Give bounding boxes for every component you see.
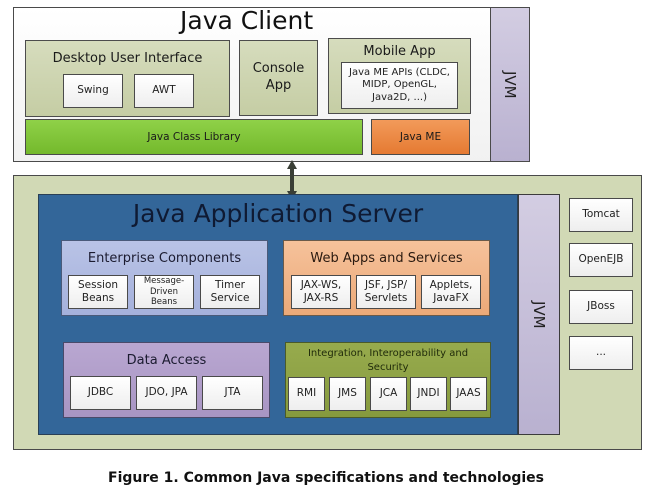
java-application-server-title: Java Application Server	[132, 199, 424, 228]
mobile-app-box: Mobile App Java ME APIs (CLDC, MIDP, Ope…	[328, 38, 471, 114]
message-driven-beans-box: Message-Driven Beans	[134, 275, 194, 309]
console-app-box: Console App	[239, 40, 318, 116]
jax-ws-rs-box: JAX-WS, JAX-RS	[291, 275, 351, 309]
java-class-library-bar: Java Class Library	[25, 119, 363, 155]
applets-javafx-label: Applets, JavaFX	[429, 278, 473, 304]
integration-security-title: Integration, Interoperability and Securi…	[286, 347, 490, 375]
desktop-ui-title: Desktop User Interface	[52, 51, 203, 66]
jca-box: JCA	[370, 377, 407, 411]
integration-security-box: Integration, Interoperability and Securi…	[285, 342, 491, 418]
mobile-app-title: Mobile App	[363, 44, 436, 59]
data-access-box: Data Access JDBC JDO, JPA JTA	[63, 342, 270, 418]
java-me-apis-box: Java ME APIs (CLDC, MIDP, OpenGL, Java2D…	[341, 62, 458, 109]
data-access-title: Data Access	[126, 353, 207, 368]
jndi-box: JNDI	[410, 377, 447, 411]
jdbc-box: JDBC	[70, 376, 131, 410]
server-jvm-label: JVM	[530, 300, 548, 329]
enterprise-components-title: Enterprise Components	[87, 251, 242, 266]
timer-service-label: Timer Service	[210, 278, 250, 304]
applets-javafx-box: Applets, JavaFX	[421, 275, 481, 309]
swing-box: Swing	[63, 74, 123, 108]
web-apps-services-box: Web Apps and Services JAX-WS, JAX-RS JSF…	[283, 240, 490, 316]
jboss-box: JBoss	[569, 290, 633, 324]
client-jvm-bar: JVM	[490, 7, 530, 162]
session-beans-label: Session Beans	[77, 278, 119, 304]
awt-box: AWT	[134, 74, 194, 108]
server-jvm-bar: JVM	[518, 194, 560, 435]
jsf-jsp-servlets-label: JSF, JSP/ Servlets	[364, 278, 408, 304]
java-me-bar: Java ME	[371, 119, 470, 155]
console-app-label: Console App	[252, 61, 305, 93]
integration-security-label: Integration, Interoperability and Securi…	[307, 348, 469, 373]
double-arrow-icon	[287, 160, 297, 200]
rmi-box: RMI	[288, 377, 325, 411]
java-me-apis-label: Java ME APIs (CLDC, MIDP, OpenGL, Java2D…	[349, 66, 450, 103]
figure-caption: Figure 1. Common Java specifications and…	[108, 470, 544, 486]
tomcat-box: Tomcat	[569, 198, 633, 232]
timer-service-box: Timer Service	[200, 275, 260, 309]
jms-box: JMS	[329, 377, 366, 411]
enterprise-components-box: Enterprise Components Session Beans Mess…	[61, 240, 268, 316]
openejb-box: OpenEJB	[569, 243, 633, 277]
jax-ws-rs-label: JAX-WS, JAX-RS	[300, 278, 342, 304]
message-driven-beans-label: Message-Driven Beans	[143, 276, 185, 308]
session-beans-box: Session Beans	[68, 275, 128, 309]
jsf-jsp-servlets-box: JSF, JSP/ Servlets	[356, 275, 416, 309]
jdo-jpa-box: JDO, JPA	[136, 376, 197, 410]
more-servers-box: ...	[569, 336, 633, 370]
client-jvm-label: JVM	[501, 70, 519, 99]
jta-box: JTA	[202, 376, 263, 410]
java-client-title: Java Client	[180, 6, 314, 35]
jaas-box: JAAS	[450, 377, 487, 411]
desktop-ui-box: Desktop User Interface Swing AWT	[25, 40, 230, 117]
web-apps-services-title: Web Apps and Services	[310, 251, 463, 266]
